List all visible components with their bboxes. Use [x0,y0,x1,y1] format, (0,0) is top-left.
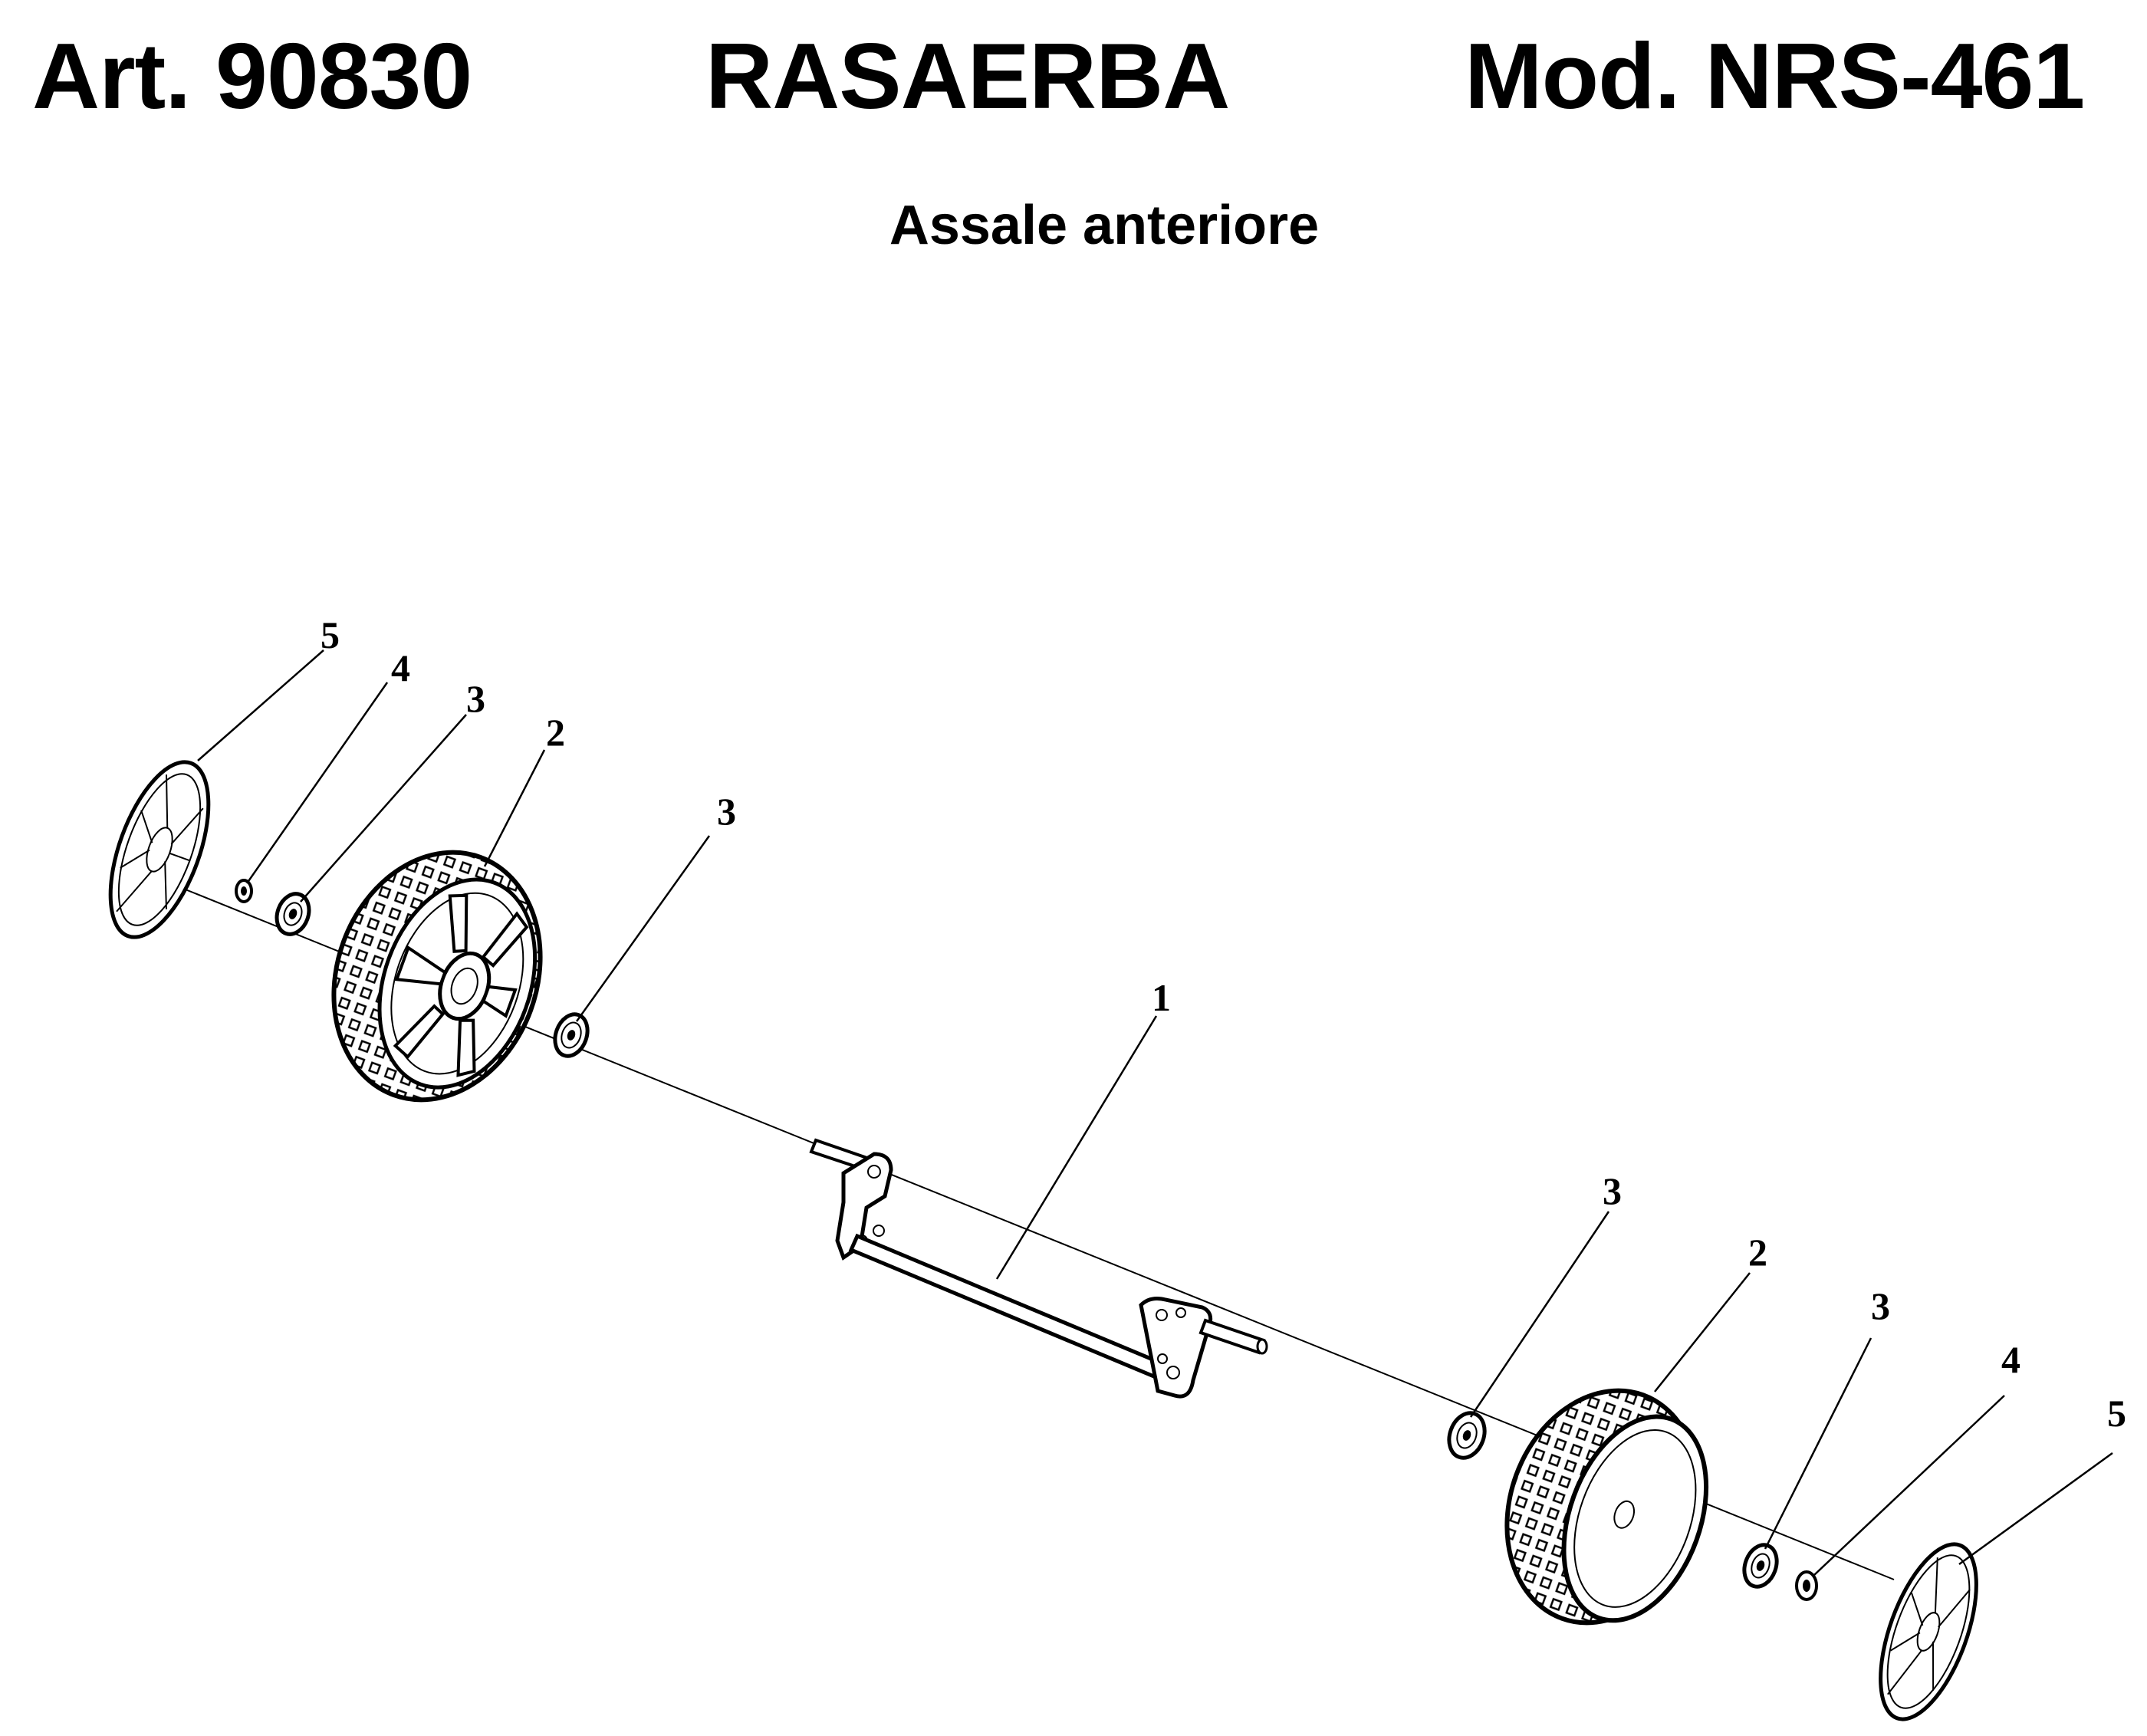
callout-4-left: 4 [391,646,410,689]
callout-3-left-inner: 3 [717,790,736,833]
article-number: Art. 90830 [32,24,472,128]
product-name: RASAERBA [705,24,1230,128]
right-hub-cap [1879,1542,1978,1721]
callout-3-right-inner: 3 [1603,1169,1622,1212]
leader-lines [197,649,2113,1576]
left-hub-cap [108,760,211,939]
left-outer-bushing [275,892,311,936]
axle [809,1138,1268,1399]
right-outer-bushing [1742,1543,1779,1589]
diagram-subtitle: Assale anteriore [889,195,1320,256]
left-wheel [331,850,543,1103]
right-nut [1795,1570,1818,1601]
callout-4-right: 4 [2001,1338,2020,1381]
right-wheel [1504,1388,1709,1626]
left-inner-bushing [553,1012,590,1058]
callout-3-right-outer: 3 [1871,1284,1890,1327]
right-inner-bushing [1447,1411,1487,1460]
callout-5-left: 5 [321,613,340,656]
callout-2-left: 2 [546,711,565,754]
callout-2-right: 2 [1748,1231,1767,1274]
callout-1-axle: 1 [1152,976,1171,1019]
left-nut [235,879,253,903]
callout-3-left-outer: 3 [466,677,485,720]
callout-5-right: 5 [2107,1392,2126,1435]
model-number: Mod. NRS-461 [1465,24,2085,128]
